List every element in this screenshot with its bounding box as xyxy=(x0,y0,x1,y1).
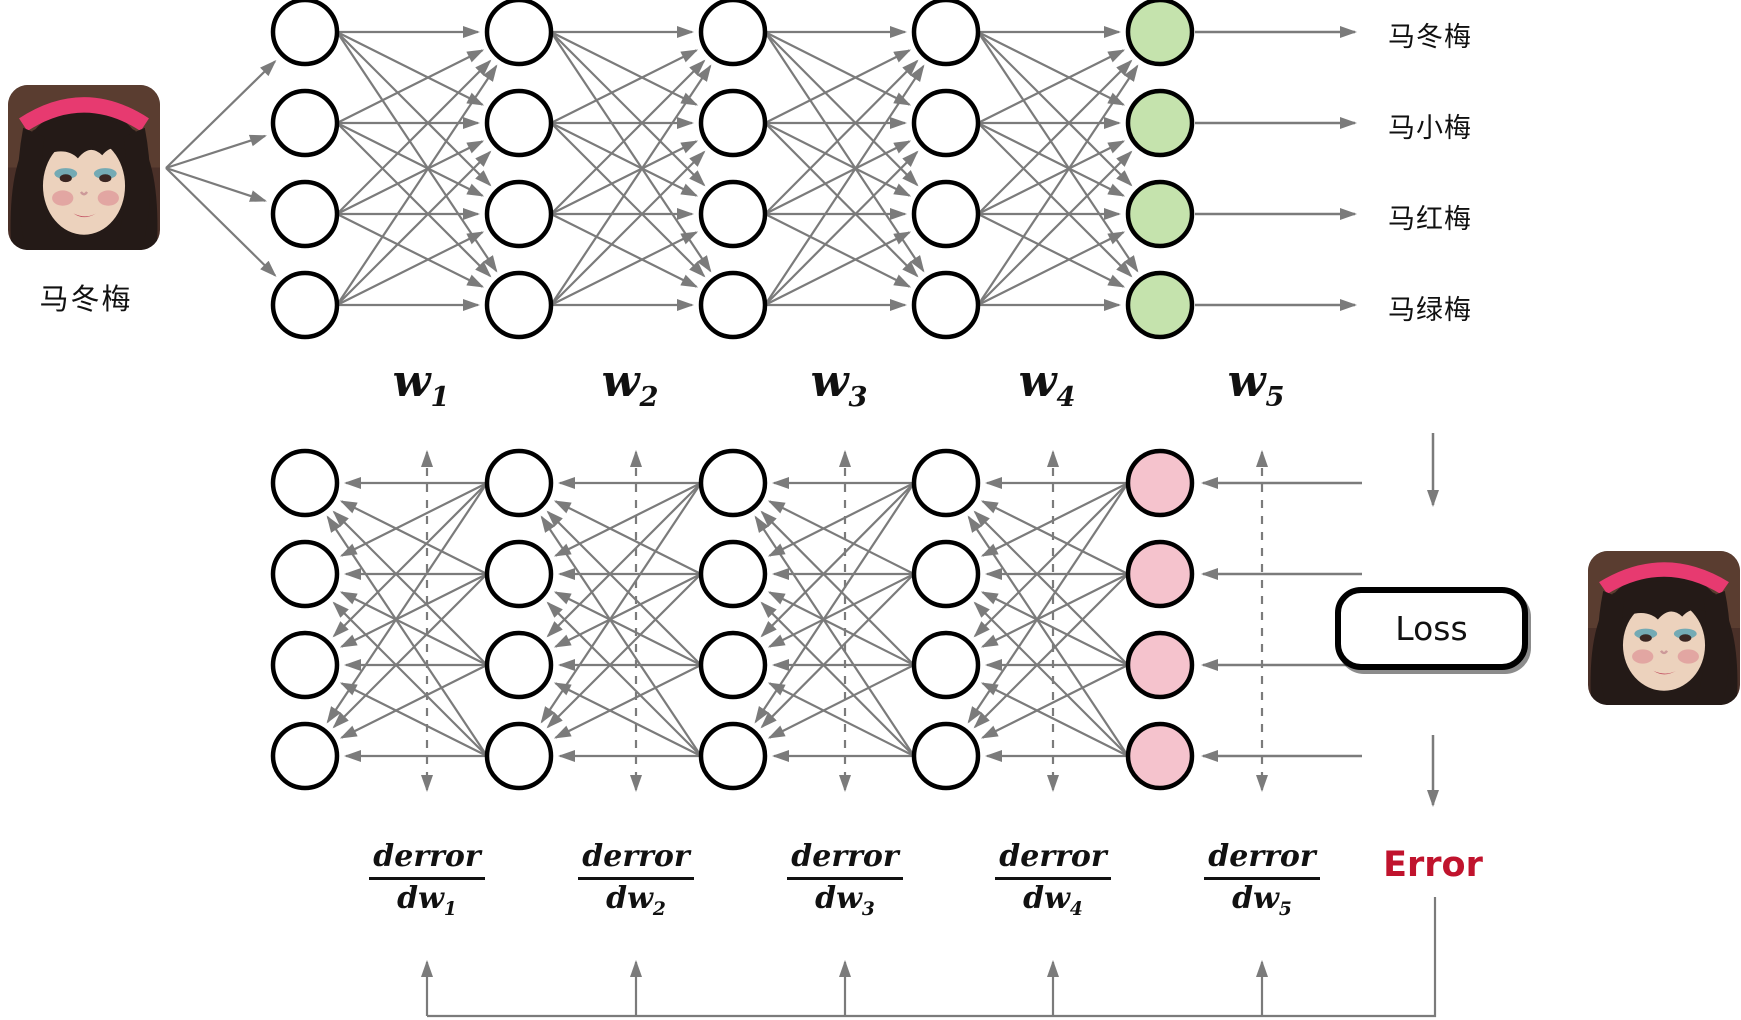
portrait-illustration xyxy=(1588,551,1740,705)
weight-base: w xyxy=(1227,356,1266,407)
gradient-numerator: derror xyxy=(582,839,690,874)
gradient-denominator: dw4 xyxy=(1023,881,1083,920)
output-label-3: 马红梅 xyxy=(1388,204,1472,235)
gradient-denominator: dw5 xyxy=(1232,881,1292,920)
target-photo xyxy=(1588,551,1740,705)
fraction-bar xyxy=(578,877,694,880)
weight-base: w xyxy=(392,356,431,407)
loss-label: Loss xyxy=(1395,609,1468,648)
gradient-numerator: derror xyxy=(373,839,481,874)
input-photo-caption: 马冬梅 xyxy=(39,282,133,316)
output-label-4: 马绿梅 xyxy=(1388,295,1472,326)
gradient-denominator: dw3 xyxy=(815,881,875,920)
error-label: Error xyxy=(1383,845,1483,885)
output-label-2: 马小梅 xyxy=(1388,113,1472,144)
gradient-denominator: dw2 xyxy=(606,881,666,920)
weight-base: w xyxy=(1018,356,1057,407)
gradient-numerator: derror xyxy=(791,839,899,874)
weight-subscript: 3 xyxy=(848,380,868,413)
weight-label-1: w1 xyxy=(355,356,487,423)
gradient-fraction-5: derror dw5 xyxy=(1198,839,1326,928)
weight-subscript: 1 xyxy=(430,380,450,413)
gradient-denominator: dw1 xyxy=(397,881,457,920)
portrait-illustration xyxy=(8,85,160,250)
gradient-fraction-1: derror dw1 xyxy=(363,839,491,928)
fraction-bar xyxy=(995,877,1111,880)
input-photo xyxy=(8,85,160,250)
loss-box: Loss xyxy=(1335,587,1528,670)
output-label-1: 马冬梅 xyxy=(1388,22,1472,53)
gradient-numerator: derror xyxy=(1208,839,1316,874)
weight-label-2: w2 xyxy=(564,356,696,423)
gradient-fraction-4: derror dw4 xyxy=(989,839,1117,928)
weight-base: w xyxy=(810,356,849,407)
weight-subscript: 2 xyxy=(639,380,659,413)
gradient-fraction-3: derror dw3 xyxy=(781,839,909,928)
fraction-bar xyxy=(787,877,903,880)
fraction-bar xyxy=(1204,877,1320,880)
gradient-numerator: derror xyxy=(999,839,1107,874)
weight-label-5: w5 xyxy=(1190,356,1322,423)
gradient-fraction-2: derror dw2 xyxy=(572,839,700,928)
weight-subscript: 4 xyxy=(1056,380,1076,413)
weight-subscript: 5 xyxy=(1265,380,1285,413)
fraction-bar xyxy=(369,877,485,880)
weight-base: w xyxy=(601,356,640,407)
weight-label-3: w3 xyxy=(773,356,905,423)
weight-label-4: w4 xyxy=(981,356,1113,423)
